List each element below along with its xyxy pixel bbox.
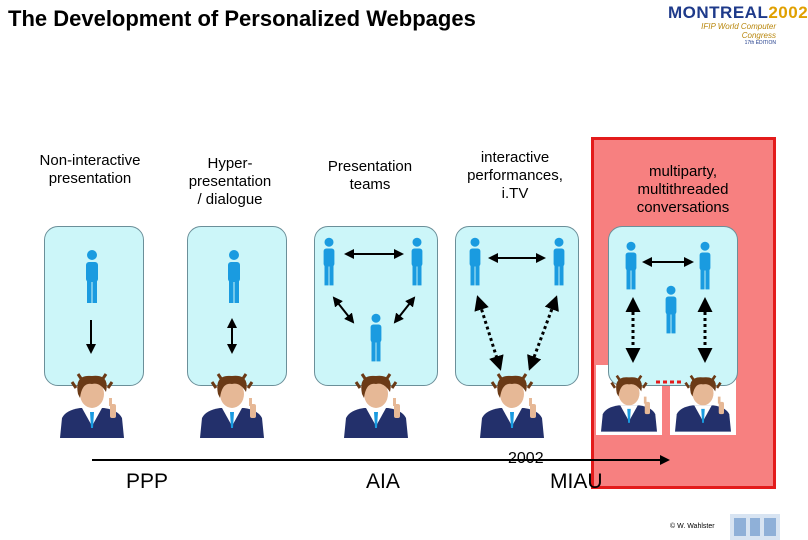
stage2-figures (227, 250, 240, 354)
diagram-overlay (58, 237, 733, 438)
user-icon (342, 372, 410, 438)
timeline-line (92, 459, 662, 461)
logo-subtitle: IFIP World Computer Congress (701, 22, 776, 40)
person-icon (228, 250, 240, 303)
caption-line: Hyper- (207, 155, 253, 172)
person-icon (370, 313, 382, 362)
stage1-figures (86, 250, 98, 354)
person-icon (625, 241, 637, 290)
caption-line: teams (349, 176, 391, 193)
caption-line: multiparty, (648, 163, 718, 180)
person-icon (665, 285, 677, 334)
user-icon (599, 374, 659, 434)
stage3-figures (323, 237, 423, 362)
two-way-arrow (393, 296, 416, 324)
caption-line: / dialogue (197, 191, 263, 208)
dfki-logo (730, 514, 780, 540)
caption-line: presentation (48, 170, 132, 187)
user-icon (58, 372, 126, 438)
caption-line: Presentation (327, 158, 413, 175)
two-way-arrow (332, 296, 355, 324)
montreal-2002-logo: MONTREAL2002 IFIP World Computer Congres… (668, 3, 808, 47)
caption-hyper-presentation: Hyper-presentation/ dialogue (160, 155, 300, 209)
slide-title: The Development of Personalized Webpages (8, 6, 476, 31)
person-icon (86, 250, 98, 303)
caption-line: performances, (467, 167, 563, 184)
logo-main-a: MONTREAL (668, 3, 769, 22)
logo-edition: 17th EDITION (744, 40, 776, 46)
label-aia: AIA (366, 470, 400, 493)
users-row (58, 372, 733, 438)
year-label: 2002 (508, 450, 544, 467)
logo-main-b: 2002 (768, 3, 808, 22)
person-icon (699, 241, 711, 290)
dotted-two-way-arrow (474, 295, 504, 371)
copyright: © W. Wahlster (670, 523, 715, 530)
label-miau: MIAU (550, 470, 603, 493)
label-ppp: PPP (126, 470, 169, 493)
logo-main: MONTREAL2002 (668, 3, 808, 22)
person-icon (553, 237, 565, 286)
caption-line: Non-interactive (39, 152, 141, 169)
person-icon (411, 237, 423, 286)
user-icon (673, 374, 733, 434)
person-icon (323, 237, 335, 286)
caption-line: multithreaded (637, 181, 729, 198)
user-icon (478, 372, 546, 438)
stage4-figures (469, 237, 565, 371)
caption-line: presentation (188, 173, 272, 190)
stage5-figures (625, 241, 713, 384)
dotted-two-way-arrow (527, 295, 559, 371)
caption-line: i.TV (501, 185, 529, 202)
timeline-arrowhead (660, 455, 670, 465)
user-icon (198, 372, 266, 438)
caption-line: interactive (480, 149, 550, 166)
person-icon (469, 237, 481, 286)
caption-line: conversations (636, 199, 730, 216)
